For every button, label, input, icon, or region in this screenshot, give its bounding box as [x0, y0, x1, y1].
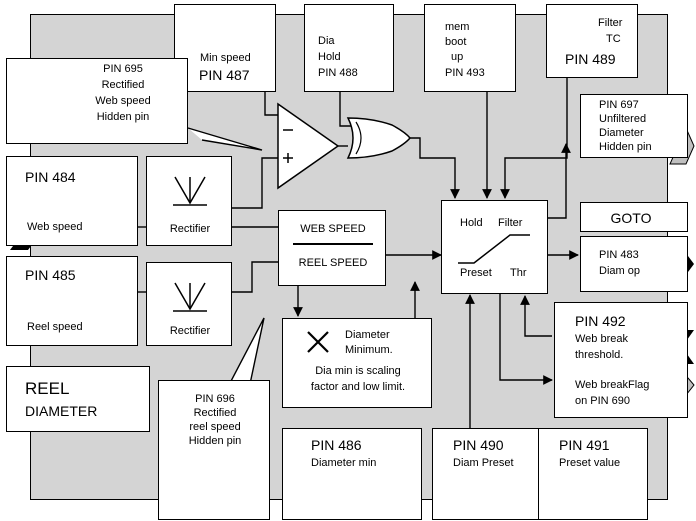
callout-pin696-tail	[229, 317, 265, 385]
wire-dia-hold	[339, 92, 352, 127]
dia-min-line2: Minimum.	[345, 344, 393, 356]
pin491-label: Preset value	[559, 457, 621, 469]
goto-box: GOTO	[580, 202, 688, 232]
wire-min-speed	[264, 92, 278, 116]
rectifier-web-label: Rectifier	[169, 223, 211, 235]
pin486-label: Diameter min	[311, 457, 377, 469]
pin696-line3: Hidden pin	[188, 435, 242, 447]
mem-boot-line2: boot	[445, 36, 467, 48]
mem-boot-line3: up	[451, 51, 464, 63]
pin492-flag2: on PIN 690	[575, 395, 631, 407]
pin486-pin: PIN 486	[311, 437, 362, 453]
rectifier-web: Rectifier	[146, 156, 232, 246]
filter-tc-line1: Filter	[598, 17, 623, 29]
reel-diameter-line2: DIAMETER	[25, 403, 98, 419]
reel-diameter-line1: REEL	[25, 379, 70, 398]
pin484-box: PIN 484 Web speed	[6, 156, 138, 246]
filter-transfer-icon	[458, 234, 530, 264]
pin697-line1: Unfiltered	[599, 113, 647, 125]
pin490-label: Diam Preset	[453, 457, 514, 469]
pin485-box: PIN 485 Reel speed	[6, 256, 138, 346]
ratio-box: WEB SPEED REEL SPEED	[278, 210, 386, 286]
mem-boot-line1: mem	[445, 21, 470, 33]
pin492-pin: PIN 492	[575, 313, 626, 329]
pin485-label: Reel speed	[27, 321, 83, 333]
filter-hold: Hold	[460, 217, 483, 229]
wire-filter-tc	[500, 78, 568, 199]
pin695-line3: Hidden pin	[96, 111, 150, 123]
wire-to-pin697	[548, 143, 571, 219]
filter-block: Hold Filter Preset Thr	[441, 200, 548, 294]
pin492-flag1: Web breakFlag	[575, 379, 650, 391]
pin492-line2: threshold.	[575, 349, 624, 361]
callout-pin695-tail	[187, 127, 263, 151]
pin491-box: PIN 491 Preset value	[538, 428, 648, 520]
rectifier-web-icon	[173, 176, 207, 206]
dia-hold-line1: Dia	[318, 35, 335, 47]
pin490-box: PIN 490 Diam Preset	[432, 428, 540, 520]
min-speed-pin: PIN 487	[199, 67, 250, 83]
dia-min-box: Diameter Minimum. Dia min is scaling fac…	[282, 318, 432, 408]
wire-rect-ratio-b	[232, 261, 278, 293]
pin486-box: PIN 486 Diameter min	[282, 428, 422, 520]
wire-threshold	[520, 295, 552, 337]
pin484-label: Web speed	[27, 221, 83, 233]
dia-min-line1: Diameter	[345, 329, 390, 341]
rectifier-reel-icon	[173, 282, 207, 312]
filter-tc-box: Filter TC PIN 489	[546, 4, 638, 78]
mem-boot-pin: PIN 493	[445, 67, 485, 79]
pin484-pin: PIN 484	[25, 169, 76, 185]
comparator-symbol	[277, 102, 340, 190]
dia-hold-line2: Hold	[318, 51, 341, 63]
filter-preset: Preset	[460, 267, 492, 279]
ratio-denominator: REEL SPEED	[298, 257, 368, 269]
wire-break-flag	[499, 294, 553, 385]
close-x-icon	[307, 331, 329, 353]
pin695-line1: Rectified	[101, 79, 145, 91]
pin696-line2: reel speed	[189, 421, 241, 433]
wire-web-to-comp	[232, 157, 278, 209]
dia-min-line3: Dia min is scaling	[315, 365, 401, 377]
dia-hold-pin: PIN 488	[318, 67, 358, 79]
pin491-pin: PIN 491	[559, 437, 610, 453]
or-gate-symbol	[346, 117, 411, 159]
pin492-box: PIN 492 Web break threshold. Web breakFl…	[554, 302, 688, 418]
dia-min-line4: factor and low limit.	[310, 381, 406, 393]
pin483-label: Diam op	[599, 265, 640, 277]
pin697-line2: Diameter	[599, 127, 644, 139]
rectifier-reel: Rectifier	[146, 262, 232, 346]
filter-tc-pin: PIN 489	[565, 51, 616, 67]
pin695-pin: PIN 695	[103, 63, 143, 75]
pin697-box: PIN 697 Unfiltered Diameter Hidden pin	[580, 94, 688, 158]
filter-thr: Thr	[510, 267, 527, 279]
pin485-pin: PIN 485	[25, 267, 76, 283]
pin696-box: PIN 696 Rectified reel speed Hidden pin	[158, 380, 270, 520]
pin695-callout: PIN 695 Rectified Web speed Hidden pin	[6, 58, 188, 144]
rectifier-reel-label: Rectifier	[169, 325, 211, 337]
reel-diameter-box: REEL DIAMETER	[6, 366, 150, 432]
mem-boot-box: mem boot up PIN 493	[424, 4, 516, 92]
pin697-pin: PIN 697	[599, 99, 639, 111]
wire-or-to-filter	[410, 137, 460, 199]
pin697-line3: Hidden pin	[599, 141, 652, 153]
dia-hold-box: Dia Hold PIN 488	[304, 4, 394, 92]
pin695-line2: Web speed	[95, 95, 151, 107]
pin490-pin: PIN 490	[453, 437, 504, 453]
ratio-numerator: WEB SPEED	[300, 223, 366, 235]
min-speed-box: Min speed PIN 487	[174, 4, 276, 92]
filter-filter: Filter	[498, 217, 523, 229]
pin696-pin: PIN 696	[195, 393, 235, 405]
pin696-line1: Rectified	[193, 407, 237, 419]
pin492-line1: Web break	[575, 333, 628, 345]
pin483-box: PIN 483 Diam op	[580, 236, 688, 292]
goto-label: GOTO	[610, 210, 652, 226]
min-speed-label: Min speed	[200, 52, 251, 64]
pin483-pin: PIN 483	[599, 249, 639, 261]
filter-tc-line2: TC	[606, 33, 621, 45]
ratio-divider	[293, 243, 373, 245]
